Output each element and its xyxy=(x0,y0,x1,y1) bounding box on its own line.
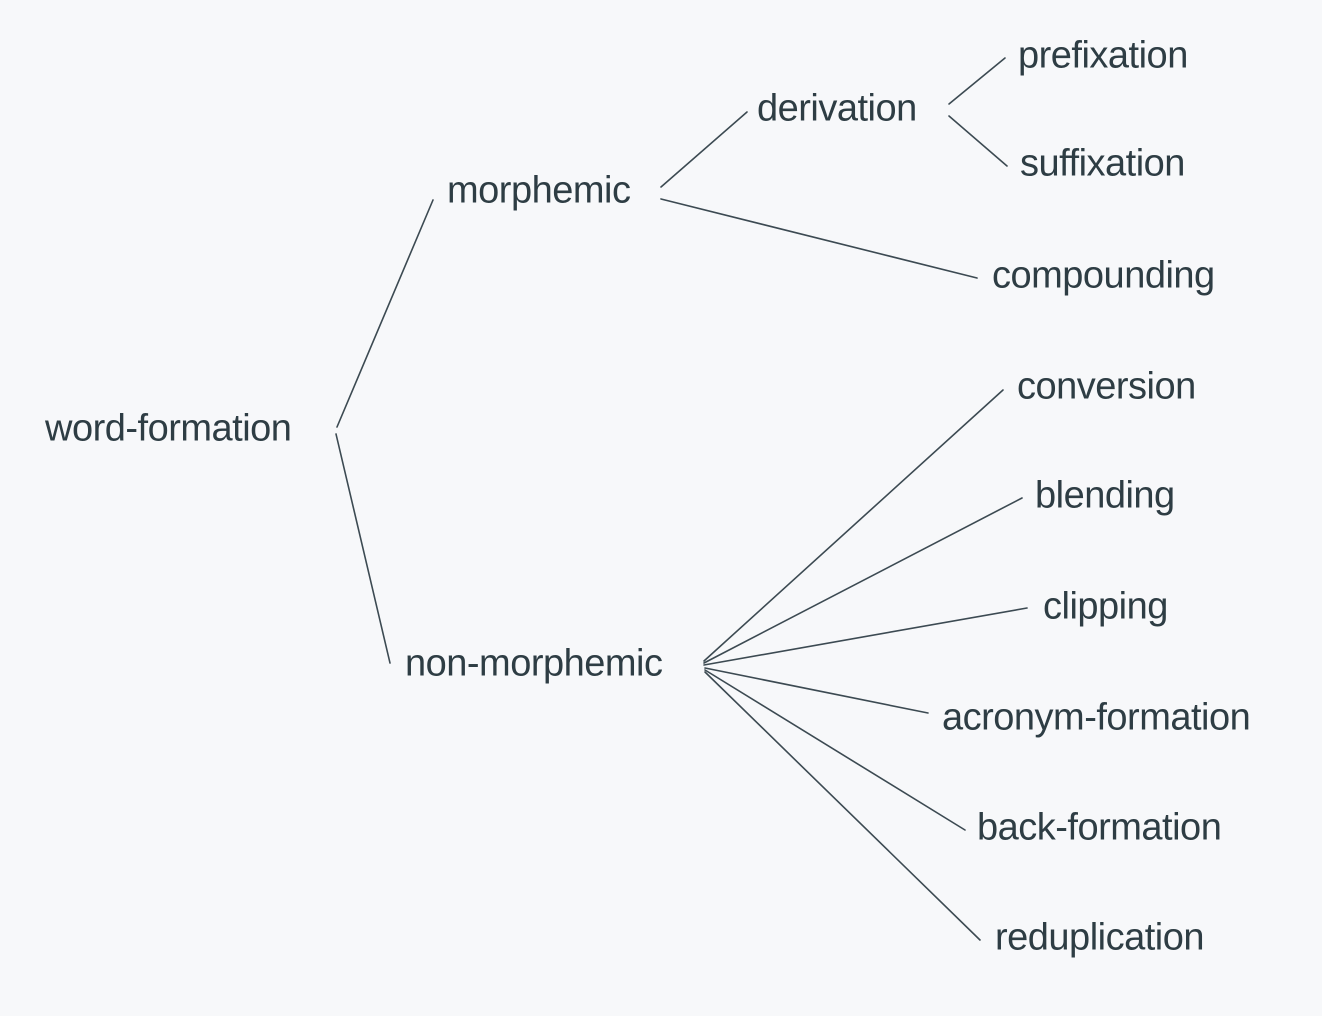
node-blending: blending xyxy=(1035,474,1175,517)
node-conversion: conversion xyxy=(1017,365,1196,408)
edge-non-morphemic-reduplication xyxy=(704,671,981,941)
edge-non-morphemic-back-formation xyxy=(704,669,966,831)
node-clipping: clipping xyxy=(1043,585,1168,628)
node-acronym-formation: acronym-formation xyxy=(942,696,1251,739)
node-derivation: derivation xyxy=(757,87,917,130)
edge-non-morphemic-clipping xyxy=(703,607,1028,666)
node-non-morphemic: non-morphemic xyxy=(405,642,663,685)
edge-non-morphemic-blending xyxy=(703,497,1023,664)
node-back-formation: back-formation xyxy=(977,806,1222,849)
node-word-formation: word-formation xyxy=(45,407,292,450)
edge-non-morphemic-conversion xyxy=(703,389,1004,662)
edge-morphemic-compounding xyxy=(660,198,978,279)
edge-derivation-suffixation xyxy=(948,115,1008,167)
node-morphemic: morphemic xyxy=(447,169,631,212)
edge-non-morphemic-acronym-formation xyxy=(704,667,929,714)
node-prefixation: prefixation xyxy=(1018,34,1188,77)
edge-derivation-prefixation xyxy=(948,57,1006,105)
node-reduplication: reduplication xyxy=(995,916,1204,959)
edge-root-non-morphemic xyxy=(335,433,391,664)
edge-root-morphemic xyxy=(336,199,434,428)
node-compounding: compounding xyxy=(992,254,1215,297)
edge-morphemic-derivation xyxy=(660,111,748,188)
node-suffixation: suffixation xyxy=(1020,142,1185,185)
